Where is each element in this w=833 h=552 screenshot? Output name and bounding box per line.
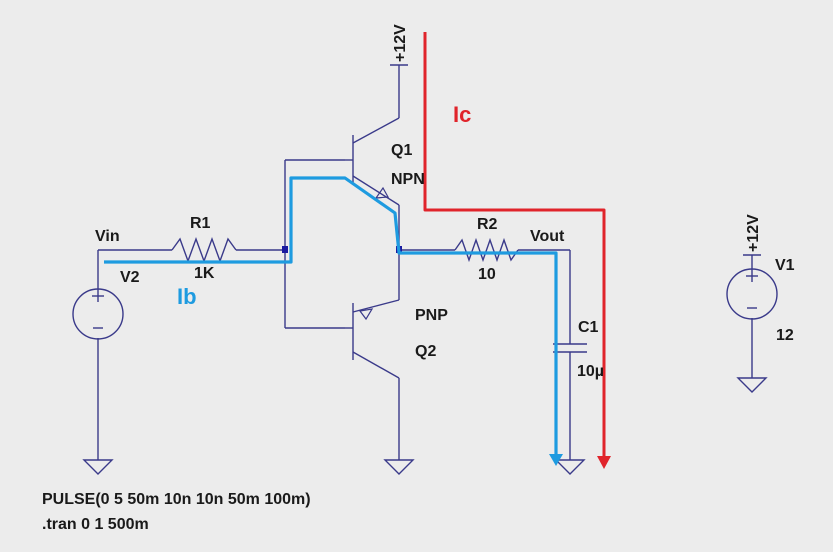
ic-label: Ic (453, 102, 471, 127)
v2-label: V2 (120, 269, 140, 286)
ib-current-path (104, 176, 563, 466)
tran-directive: .tran 0 1 500m (42, 516, 149, 533)
q1-type: NPN (391, 171, 425, 188)
r1-label: R1 (190, 215, 211, 232)
ic-current-path (423, 32, 611, 469)
c1-value: 10µ (577, 363, 604, 380)
r2-label: R2 (477, 216, 498, 233)
r1-value: 1K (194, 265, 215, 282)
supply-top-label: +12V (392, 24, 409, 62)
v1-source-symbol (726, 268, 778, 320)
r1-resistor-symbol (171, 236, 237, 264)
q2-label: Q2 (415, 343, 436, 360)
c1-capacitor-symbol (553, 343, 587, 353)
v1-value: 12 (776, 327, 794, 344)
q1-label: Q1 (391, 142, 412, 159)
r2-resistor-symbol (454, 237, 519, 263)
circuit-wires (97, 64, 761, 460)
q2-transistor-symbol (345, 303, 374, 360)
pulse-directive: PULSE(0 5 50m 10n 10n 50m 100m) (42, 491, 311, 508)
r2-value: 10 (478, 266, 496, 283)
ib-label: Ib (177, 284, 197, 309)
v2-source-symbol (72, 288, 124, 340)
c1-label: C1 (578, 319, 599, 336)
q2-type: PNP (415, 307, 448, 324)
supply-side-label: +12V (745, 214, 762, 252)
vout-label: Vout (530, 228, 565, 245)
v1-label: V1 (775, 257, 795, 274)
base-node-dot (282, 246, 288, 253)
vin-label: Vin (95, 228, 120, 245)
ground-symbols (82, 377, 768, 475)
q1-transistor-symbol (345, 135, 389, 199)
